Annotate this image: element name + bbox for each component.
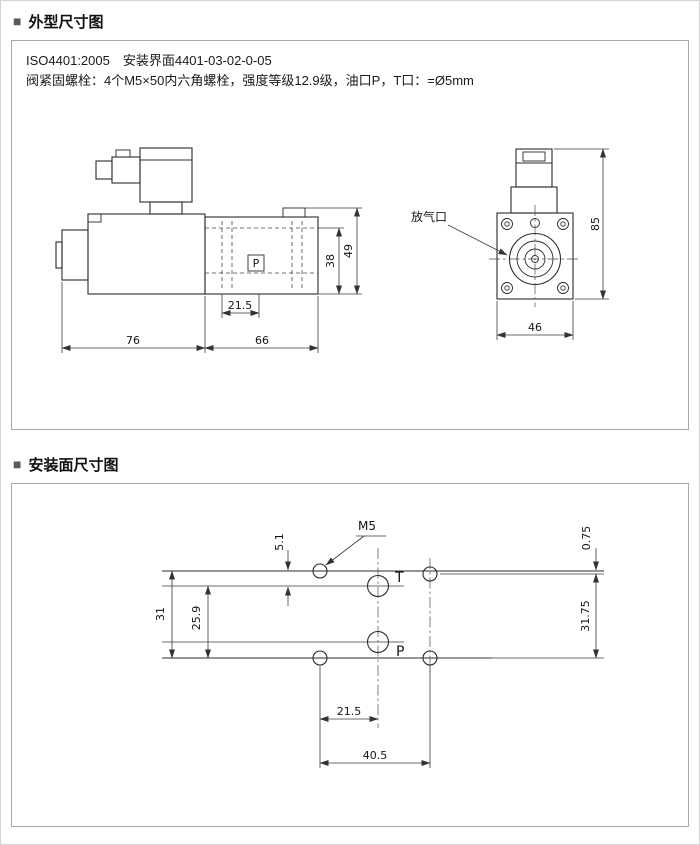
section-title-mounting: ■ 安装面尺寸图 [13,454,689,475]
cable-gland [111,156,141,184]
dim-label-85: 85 [589,217,602,231]
gland-screw [115,149,131,158]
dim-label-31: 31 [154,607,167,621]
end-view-drawing: 放气口 [411,148,581,307]
dim-label-76: 76 [126,334,140,347]
din-connector [95,147,193,215]
side-view-drawing: P [55,147,319,295]
mounting-hole [422,650,438,666]
section-bullet-icon: ■ [13,12,22,29]
section-title-outline-text: 外型尺寸图 [28,14,104,31]
section-title-outline: ■ 外型尺寸图 [13,11,689,32]
dim-label-40-5: 40.5 [363,749,388,762]
bleed-port-label: 放气口 [411,209,447,224]
dim-label-49: 49 [342,244,355,258]
outline-drawing: P 21.5 76 66 [55,147,609,353]
dim-label-38: 38 [324,254,337,268]
dim-21-5-side: 21.5 [221,294,260,318]
dim-31-75: 31.75 [579,573,599,659]
dim-label-0-75: 0.75 [580,526,593,551]
dim-label-31-75: 31.75 [579,600,592,632]
mounting-pattern: T P M5 [162,519,604,728]
outline-note-line1: ISO4401:2005 安装界面4401-03-02-0-05 [26,53,272,68]
valve-top-boss [282,207,306,218]
dim-40-5: 40.5 [319,666,431,768]
solenoid-body [87,213,206,295]
outline-notes: ISO4401:2005 安装界面4401-03-02-0-05 阀紧固螺栓：4… [12,41,688,91]
push-pin [55,241,63,269]
dim-21-5-mounting: 21.5 [319,666,379,768]
dim-49: 49 [305,207,362,295]
connector-front [515,148,553,188]
m5-thread-label: M5 [358,519,376,533]
dim-label-66: 66 [255,334,269,347]
connector-base-front [510,186,558,214]
port-circle-t [366,574,390,598]
connector-neck [149,201,183,215]
dim-label-5-1: 5.1 [273,533,286,551]
cable-gland-tip [95,160,113,180]
m5-leader-line [325,535,365,566]
connector-body [139,147,193,203]
valve-body [204,216,319,295]
dim-label-21-5-side: 21.5 [228,299,253,312]
bleed-leader-line [447,224,508,256]
mounting-hole [422,566,438,582]
outline-panel: ISO4401:2005 安装界面4401-03-02-0-05 阀紧固螺栓：4… [11,40,689,430]
dim-25-9: 25.9 [190,585,211,659]
p-port-label: P [396,644,404,660]
mounting-hole [312,650,328,666]
mounting-drawing: T P M5 5.1 0.75 31.75 [154,519,604,768]
dim-label-25-9: 25.9 [190,606,203,631]
dim-label-46: 46 [528,321,542,334]
outline-note-line2: 阀紧固螺栓：4个M5×50内六角螺栓，强度等级12.9级，油口P，T口：=Ø5m… [26,73,474,88]
dim-38: 38 [318,227,362,295]
dim-31: 31 [154,570,175,659]
section-title-mounting-text: 安装面尺寸图 [28,457,119,474]
dim-76-66: 76 66 [61,282,319,353]
t-port-label: T [394,570,404,586]
corner-bolt-holes [501,218,569,294]
valve-hidden-lines [205,221,318,290]
port-circle-p [366,630,390,654]
p-port-box [247,254,265,272]
section-bullet-icon: ■ [13,455,22,472]
mounting-hole [312,563,328,579]
mounting-panel: T P M5 5.1 0.75 31.75 [11,483,689,827]
dim-0-75: 0.75 [580,526,599,571]
dim-46: 46 [496,301,574,340]
end-cap [61,229,89,281]
dim-5-1: 5.1 [273,533,291,606]
p-port-label: P [253,257,260,270]
dim-85: 85 [554,148,609,300]
dim-label-21-5-mounting: 21.5 [337,705,362,718]
